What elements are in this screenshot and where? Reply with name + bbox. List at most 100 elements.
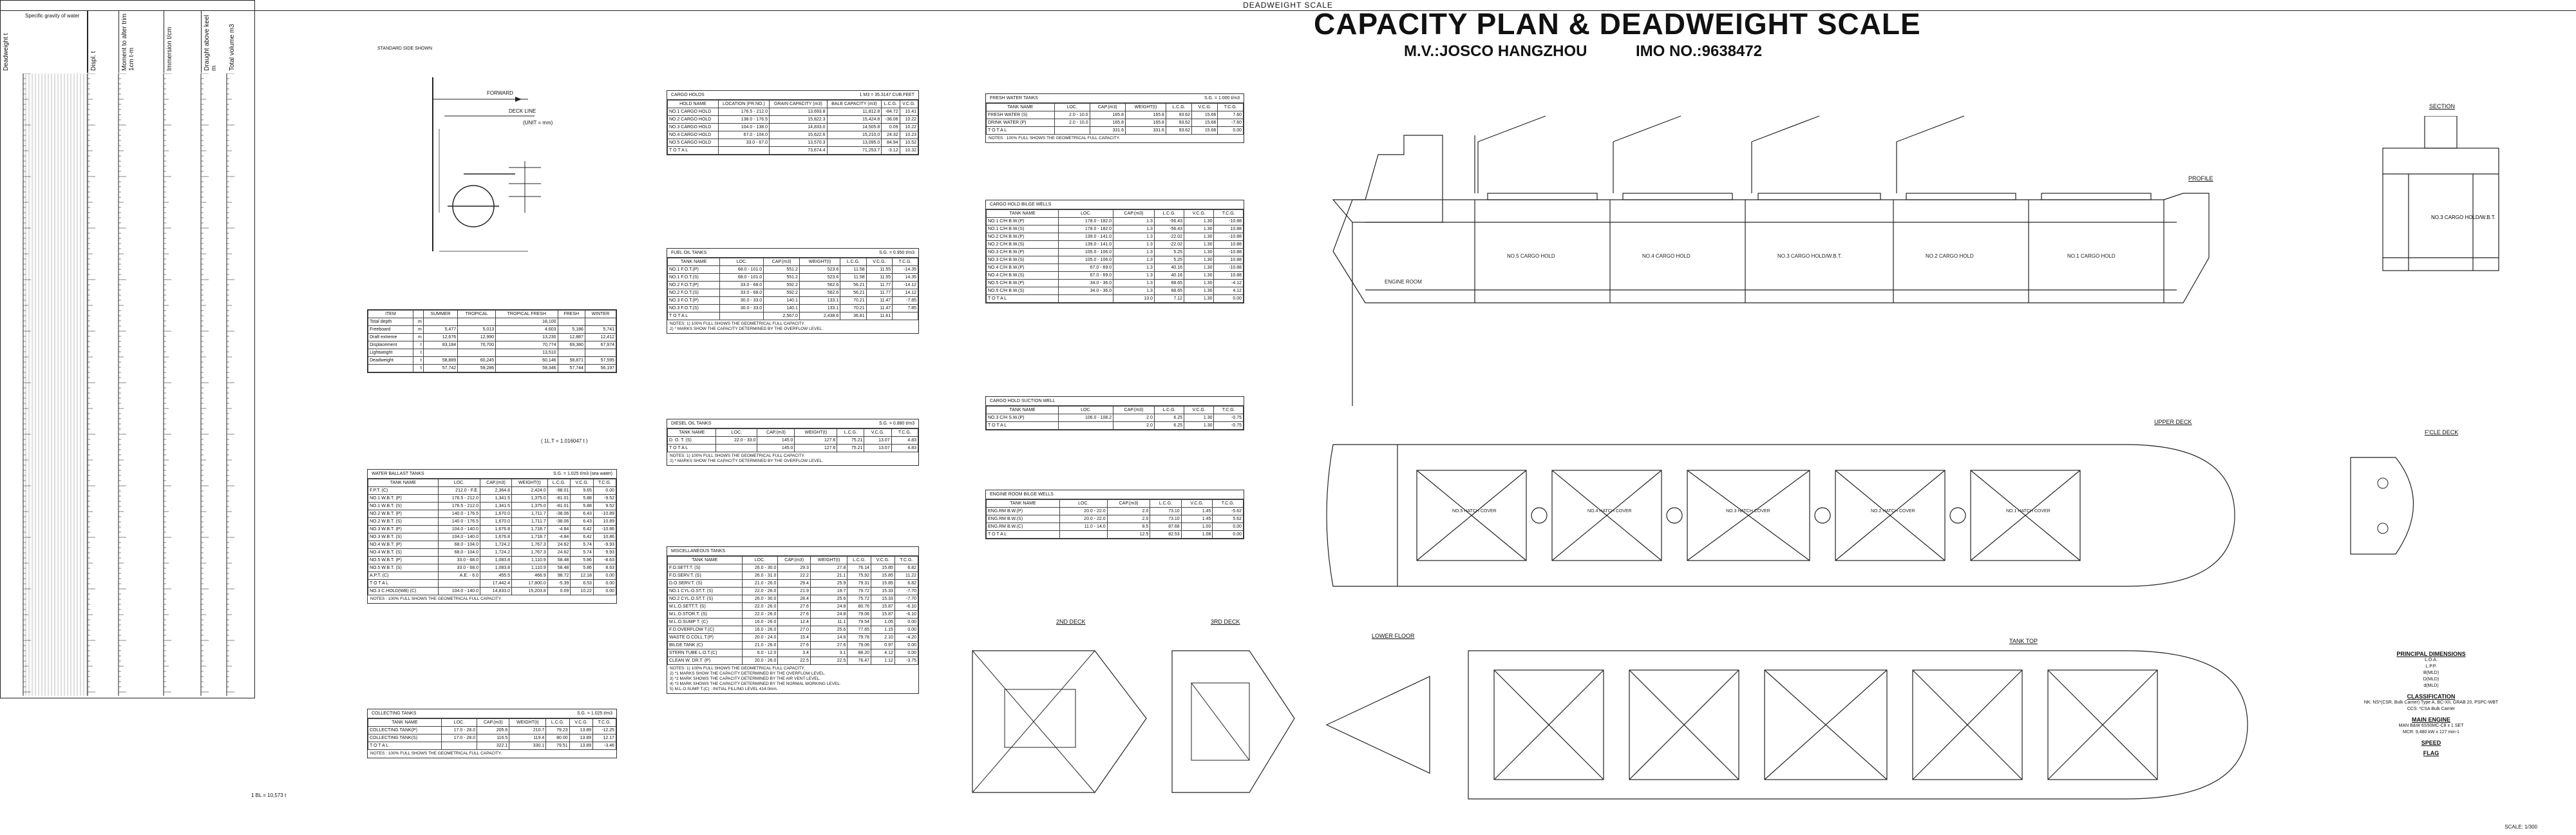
col-deadweight: Deadweight t: [0, 11, 23, 73]
column-header: L.C.G.: [545, 718, 570, 727]
table-cell: 1.30: [1184, 233, 1215, 241]
column-header: TANK NAME: [368, 479, 439, 487]
table-cell: 15.85: [871, 579, 895, 588]
table-cell: 10.88: [1213, 271, 1244, 280]
table-cell: -3.12: [881, 146, 900, 155]
particular-line: MCR: 9,480 kW x 127 min-1: [2403, 730, 2459, 734]
table-cell: Displacement: [368, 341, 413, 349]
deadweight-scale-title: DEADWEIGHT SCALE: [0, 0, 2576, 11]
table-cell: 11.77: [866, 289, 893, 297]
table-cell: COLLECTING TANK(P): [368, 726, 442, 734]
fuel-oil-title: FUEL OIL TANKS: [671, 251, 707, 255]
table-cell: 12.17: [592, 734, 616, 742]
table-cell: 2,424.0: [511, 486, 548, 495]
particular-line: D(MLD): [2423, 677, 2439, 682]
table-cell: NO.5 C/H B.W.(P): [985, 279, 1059, 287]
table-cell: 3.4: [777, 649, 811, 657]
table-cell: -0.75: [1213, 414, 1244, 422]
column-header: LOC.: [741, 556, 779, 564]
table-cell: [1054, 126, 1090, 135]
table-cell: 75.21: [837, 444, 865, 452]
table-cell: 116.5: [477, 734, 510, 742]
column-header: WINTER: [584, 310, 617, 318]
table-cell: 79.54: [847, 618, 872, 626]
column-header: V.C.G.: [1180, 499, 1213, 508]
column-header: CAP.(m3): [1089, 103, 1126, 111]
table-cell: 592.2: [763, 281, 800, 289]
table-cell: -81.01: [547, 502, 571, 510]
classification-title: CLASSIFICATION: [2407, 693, 2456, 700]
table-cell: -0.75: [1213, 421, 1244, 430]
table-cell: 30.0 - 33.0: [719, 296, 764, 305]
table-cell: 5,741: [584, 325, 617, 334]
column-header: LOC.: [719, 258, 764, 266]
table-cell: 1,375.0: [511, 494, 548, 503]
table-cell: 139.0 - 141.0: [1058, 240, 1114, 249]
table-cell: 165.8: [1089, 111, 1126, 119]
table-cell: 0.00: [1212, 523, 1244, 531]
table-cell: 17,800.0: [511, 579, 548, 588]
table-cell: 0.00: [894, 626, 919, 634]
particular-line: MAN B&W 6S50MC-C8 x 1 SET: [2398, 724, 2464, 728]
table-cell: 2,364.8: [479, 486, 512, 495]
table-cell: 10.41: [899, 108, 918, 116]
table-cell: NO.2 W.B.T. (P): [368, 510, 439, 518]
table-cell: NO.4 W.B.T. (P): [368, 541, 439, 549]
table-cell: 13.07: [864, 444, 892, 452]
col-moment-trim: Moment to alter trim 1cm t-m: [118, 11, 164, 73]
table-cell: 73.10: [1150, 515, 1182, 523]
table-cell: 1.15: [871, 626, 895, 634]
table-cell: 15.4: [777, 633, 811, 642]
fresh-water-notes: NOTES : 100% FULL SHOWS THE GEOMETRICAL …: [986, 135, 1244, 142]
table-cell: NO.1 F.O.T.(S): [667, 273, 721, 282]
column-header: L.C.G.: [1153, 406, 1185, 414]
table-cell: 1.08: [1180, 530, 1213, 539]
table-cell: COLLECTING TANK(S): [368, 734, 442, 742]
note-line: 2) * MARKS SHOW THE CAPACITY DETERMINED …: [670, 459, 824, 463]
table-cell: [557, 349, 585, 357]
table-cell: 68.0 - 101.0: [719, 273, 764, 282]
table-cell: 21.0 - 26.0: [741, 579, 779, 588]
table-cell: [440, 742, 478, 750]
table-cell: 1.30: [1184, 217, 1215, 226]
table-cell: 145.0: [757, 444, 795, 452]
column-header: LOC.: [1058, 209, 1114, 218]
table-cell: m: [412, 318, 424, 326]
table-cell: 139.0 - 141.0: [1058, 233, 1114, 241]
deadweight-footnote: 1 BL = 10,573 t: [251, 792, 287, 798]
lower-floor-label: LOWER FLOOR: [1372, 633, 1415, 639]
table-cell: 77.65: [847, 626, 872, 634]
table-cell: 0.00: [894, 649, 919, 657]
table-cell: 11.58: [840, 265, 867, 274]
table-cell: 11.55: [866, 273, 893, 282]
table-cell: -22.02: [1153, 240, 1185, 249]
column-header: SUMMER: [422, 310, 459, 318]
table-cell: 25.6: [810, 595, 848, 603]
table-cell: NO.4 CARGO HOLD: [667, 131, 719, 139]
table-cell: NO.3 C/H B.W.(P): [985, 248, 1059, 256]
table-cell: -7.70: [894, 595, 919, 603]
imo-number: IMO NO.:9638472: [1636, 43, 1763, 60]
table-cell: 1.30: [1184, 256, 1215, 264]
note-line: NOTES : 100% FULL SHOWS THE GEOMETRICAL …: [370, 597, 502, 601]
table-cell: 6.42: [570, 525, 594, 533]
table-cell: [557, 318, 585, 326]
